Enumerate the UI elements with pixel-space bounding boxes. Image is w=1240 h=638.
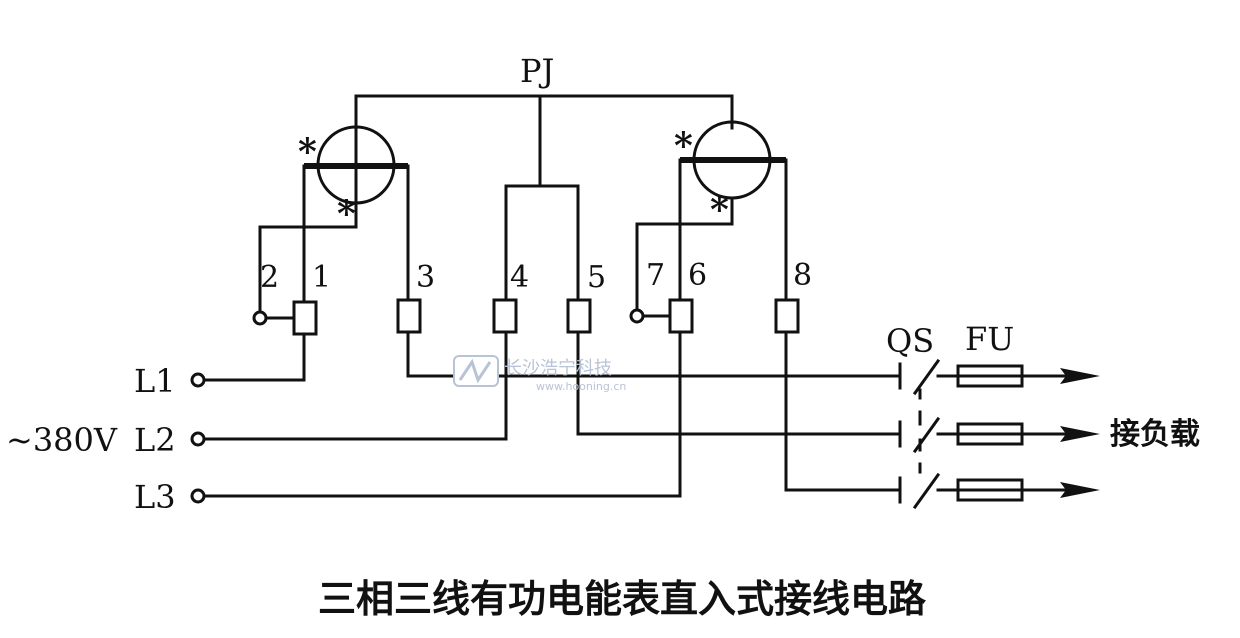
- terminal-label-2: 2: [260, 260, 279, 295]
- terminal-label-1: 1: [312, 260, 331, 295]
- right-measuring-element: * *: [635, 120, 788, 318]
- terminal-5: [566, 298, 592, 334]
- l2-label: L2: [134, 421, 176, 459]
- watermark: 长沙浩宁科技 www.hooning.cn: [453, 355, 626, 393]
- terminal-7: [629, 308, 645, 324]
- diagram-caption: 三相三线有功电能表直入式接线电路: [318, 577, 927, 621]
- left-measuring-element: * *: [258, 125, 410, 320]
- right-coil-lead-7: [635, 196, 734, 318]
- l2-wire: [202, 330, 508, 441]
- l3-label: L3: [134, 478, 176, 516]
- watermark-name: 长沙浩宁科技: [504, 358, 612, 379]
- left-polarity-star-lower: *: [337, 193, 356, 235]
- l2-supply-terminal: [190, 431, 206, 447]
- voltage-common-bus: [504, 94, 580, 302]
- l1-wire: [202, 332, 306, 382]
- load-wire-2: [576, 330, 902, 436]
- l1-label: L1: [134, 362, 176, 400]
- load-label: 接负载: [1110, 417, 1200, 452]
- terminal-label-5: 5: [587, 260, 606, 295]
- terminal-1: [292, 300, 318, 336]
- terminal-label-7: 7: [646, 258, 665, 293]
- fuse-elements: [956, 374, 1024, 492]
- left-polarity-star-upper: *: [298, 131, 317, 173]
- load-wire-1: [406, 330, 902, 378]
- right-polarity-star-lower: *: [710, 189, 729, 231]
- watermark-logo-mark: [458, 358, 492, 384]
- right-polarity-star-upper: *: [674, 125, 693, 167]
- qs-switch: [898, 358, 962, 510]
- meter-label: PJ: [520, 52, 554, 90]
- terminal-label-8: 8: [793, 258, 812, 293]
- qs-moving-blades: [912, 358, 941, 510]
- l3-wire: [202, 330, 682, 498]
- l3-supply-terminal: [190, 488, 206, 504]
- output-arrow-3: [1060, 482, 1100, 498]
- terminal-label-6: 6: [688, 258, 707, 293]
- qs-label: QS: [886, 322, 934, 360]
- terminal-4: [492, 298, 518, 334]
- output-arrow-2: [1060, 426, 1100, 442]
- watermark-url: www.hooning.cn: [536, 380, 626, 393]
- qs-to-fuse-wires: [936, 374, 962, 492]
- terminal-6: [668, 298, 694, 334]
- load-wire-3: [784, 330, 902, 492]
- terminal-label-3: 3: [416, 260, 435, 295]
- fu-label: FU: [965, 320, 1014, 358]
- left-coil-lead-2: [258, 128, 358, 320]
- l1-supply-terminal: [190, 372, 206, 388]
- terminal-8: [774, 298, 800, 334]
- terminal-2: [252, 310, 268, 326]
- output-arrow-1: [1060, 368, 1100, 384]
- voltage-label: ~380V: [6, 421, 118, 459]
- meter-top-bus: [354, 94, 734, 132]
- terminal-label-4: 4: [510, 260, 529, 295]
- terminal-3: [396, 298, 422, 334]
